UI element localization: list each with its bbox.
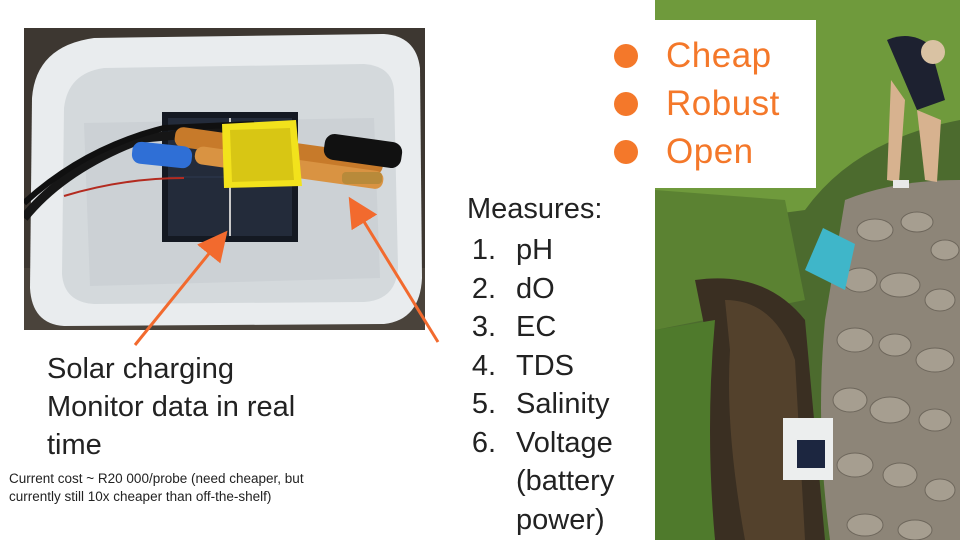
measure-label: dO <box>516 272 555 305</box>
measure-number: 1. <box>471 234 496 266</box>
photo-caption: Solar charging Monitor data in real time <box>47 350 347 464</box>
probe-photo <box>24 28 425 330</box>
measures-list: 1. pH 2. dO 3. EC 4. TDS 5. Salinity 6. … <box>462 231 636 539</box>
measure-number: 4. <box>471 349 496 382</box>
measure-number: 5. <box>471 388 496 420</box>
measure-label: EC <box>516 311 557 343</box>
bullet-item: Open <box>614 128 780 176</box>
measure-label: Voltage (battery power) <box>516 426 615 536</box>
bullet-item: Cheap <box>614 32 780 80</box>
bullet-label: Robust <box>666 84 780 123</box>
caption-line-solar: Solar charging <box>47 353 234 385</box>
bullet-panel: Cheap Robust Open <box>600 20 816 188</box>
measure-number: 2. <box>471 272 496 305</box>
bullet-dot-icon <box>614 44 638 68</box>
measure-label: Salinity <box>516 388 610 420</box>
bullet-item: Robust <box>614 80 780 128</box>
bullet-dot-icon <box>614 140 638 164</box>
measure-label: pH <box>516 234 554 266</box>
measure-number: 6. <box>471 426 496 459</box>
measure-item: 5. Salinity <box>462 385 636 424</box>
measure-item: 3. EC <box>462 308 636 347</box>
bullet-dot-icon <box>614 92 638 116</box>
measure-label: TDS <box>516 349 574 382</box>
bullet-label: Open <box>666 132 754 171</box>
measure-item: 2. dO <box>462 270 636 309</box>
bullet-list: Cheap Robust Open <box>614 32 780 176</box>
stream-photo <box>655 0 960 540</box>
measure-number: 3. <box>471 311 496 343</box>
bullet-label: Cheap <box>666 36 772 75</box>
measure-item: 1. pH <box>462 231 636 270</box>
caption-line-monitor: Monitor data in real time <box>47 391 296 461</box>
cost-note: Current cost ~ R20 000/probe (need cheap… <box>9 471 304 504</box>
measures-heading: Measures: <box>467 193 603 225</box>
measure-item: 4. TDS <box>462 347 636 386</box>
measure-item: 6. Voltage (battery power) <box>462 424 636 540</box>
